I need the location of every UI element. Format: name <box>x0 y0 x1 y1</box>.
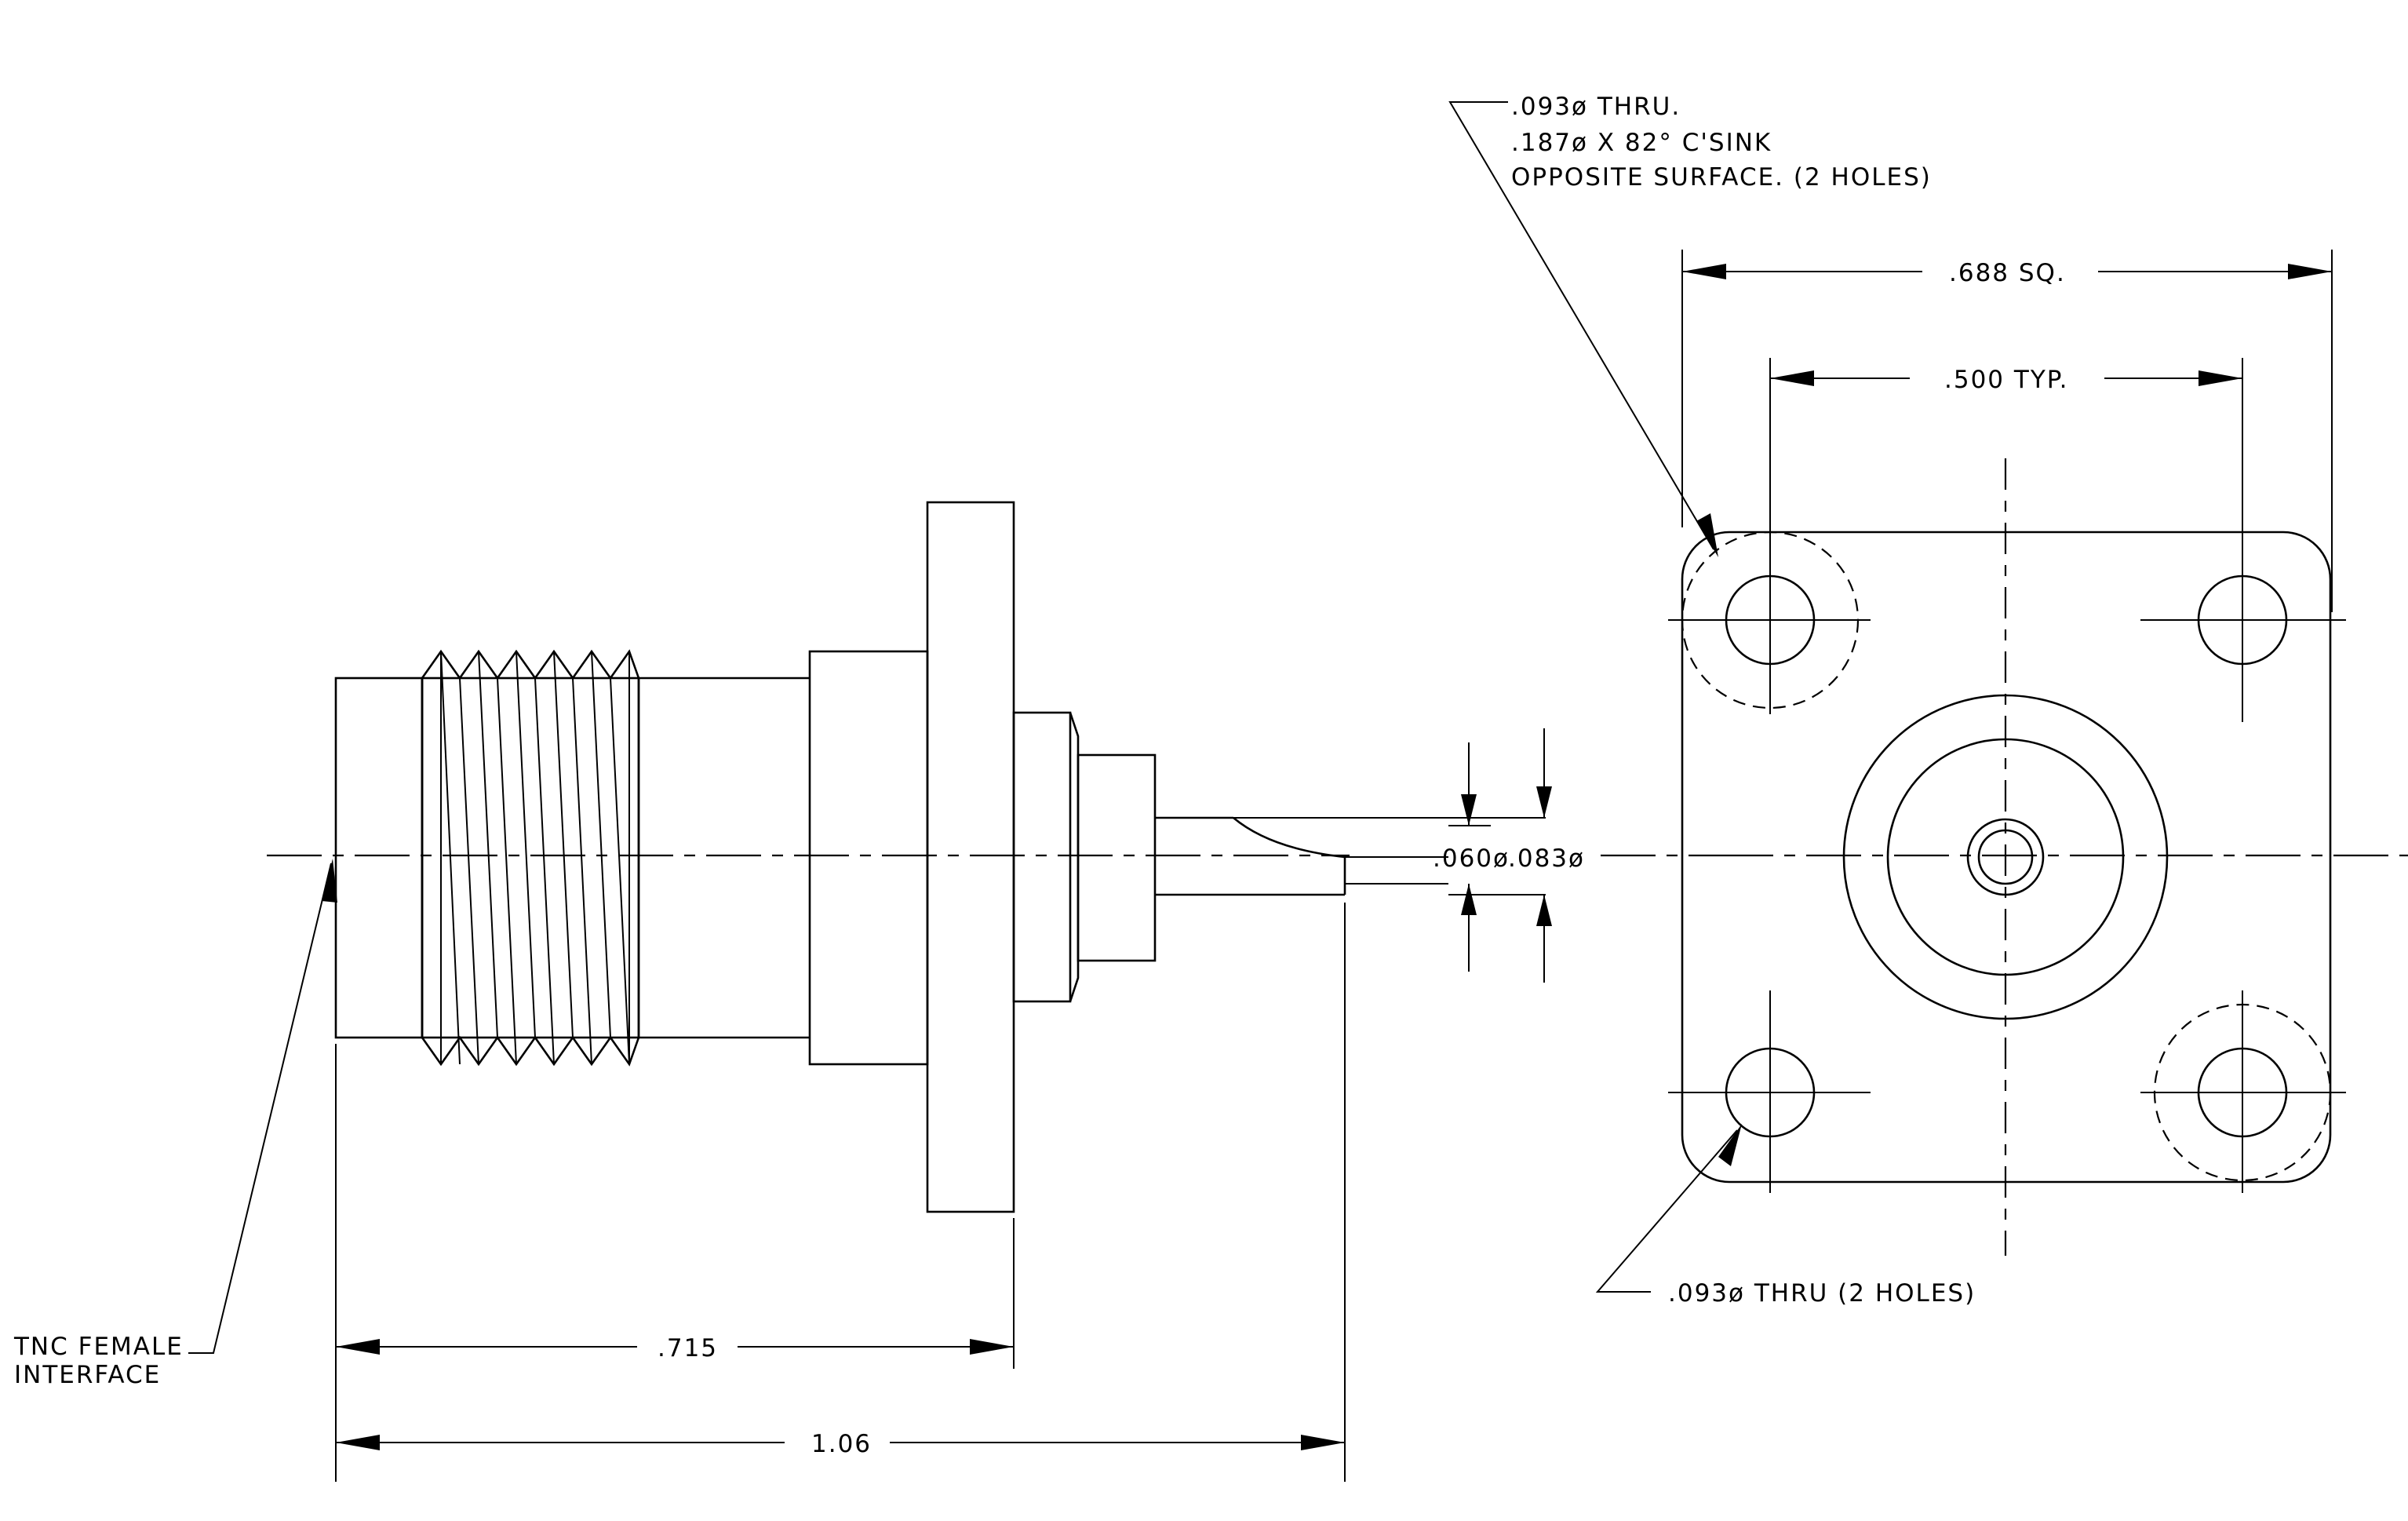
csink-note-line2: .187ø X 82° C'SINK <box>1511 129 1772 157</box>
mounting-hole-bottom-left <box>1668 990 1871 1193</box>
pin-chamfer <box>1233 817 1346 859</box>
interface-note: TNC FEMALE INTERFACE <box>13 859 337 1389</box>
threaded-section <box>421 649 640 1067</box>
interface-note-line2: INTERFACE <box>14 1361 161 1389</box>
front-view <box>1668 458 2408 1256</box>
outer-body-circle <box>1842 694 2169 1020</box>
mounting-hole-top-left <box>1668 518 1871 714</box>
rear-step <box>1076 753 1157 962</box>
mounting-hole-bottom-right <box>2140 990 2346 1193</box>
inner-body-circle <box>1886 738 2125 976</box>
pin-diameter-label: .060ø <box>1433 844 1510 873</box>
hole-spacing-label: .500 TYP. <box>1944 366 2068 394</box>
overall-length-label: 1.06 <box>811 1430 872 1458</box>
rear-boss <box>1012 711 1072 1003</box>
flange-dimensions: .688 SQ. .500 TYP. <box>1681 250 2333 612</box>
thru-holes-note: .093ø THRU (2 HOLES) <box>1595 1124 1976 1308</box>
flange-to-interface-label: .715 <box>658 1334 718 1362</box>
flange <box>926 501 1015 1213</box>
pin-dimensions: .060ø .083ø <box>1326 728 1718 983</box>
csink-note-line1: .093ø THRU. <box>1511 93 1681 121</box>
side-view <box>267 501 1448 1213</box>
dielectric-diameter-label: .083ø <box>1508 844 1585 873</box>
dielectric-circle <box>1966 818 2045 896</box>
pin-circle <box>1977 829 2034 885</box>
mounting-hole-top-right <box>2140 518 2346 722</box>
thru-holes-note-text: .093ø THRU (2 HOLES) <box>1668 1279 1976 1308</box>
hex-body <box>808 650 929 1066</box>
flange-square-label: .688 SQ. <box>1949 259 2066 287</box>
interface-note-line1: TNC FEMALE <box>13 1333 184 1361</box>
csink-note-line3: OPPOSITE SURFACE. (2 HOLES) <box>1511 163 1932 191</box>
length-dimensions: .715 1.06 <box>335 903 1346 1482</box>
interface-body <box>334 677 424 1039</box>
csink-note: .093ø THRU. .187ø X 82° C'SINK OPPOSITE … <box>1448 93 1932 557</box>
